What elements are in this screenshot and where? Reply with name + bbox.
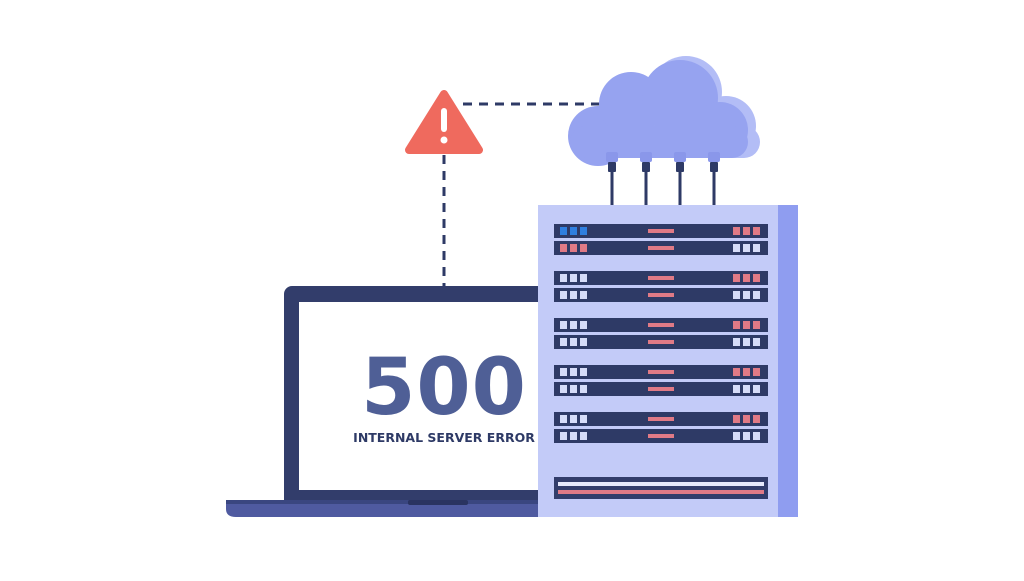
unit-status-light [743, 244, 750, 252]
unit-status-light [733, 368, 740, 376]
unit-status-light [733, 274, 740, 282]
error-message: INTERNAL SERVER ERROR [353, 430, 535, 445]
unit-indicator-light [570, 244, 577, 252]
unit-status-light [753, 338, 760, 346]
server-unit [554, 241, 768, 255]
unit-indicator-light [560, 227, 567, 235]
unit-drive-slot [648, 293, 674, 297]
unit-status-light [753, 415, 760, 423]
warning-triangle-icon [405, 90, 483, 154]
unit-indicator-light [580, 321, 587, 329]
unit-status-light [743, 368, 750, 376]
unit-indicator-light [560, 368, 567, 376]
unit-indicator-light [560, 432, 567, 440]
unit-indicator-light [560, 244, 567, 252]
unit-indicator-light [560, 274, 567, 282]
unit-status-light [743, 385, 750, 393]
unit-drive-slot [648, 370, 674, 374]
unit-status-light [743, 227, 750, 235]
unit-indicator-light [580, 227, 587, 235]
unit-drive-slot [648, 340, 674, 344]
unit-status-light [753, 432, 760, 440]
unit-drive-slot [648, 323, 674, 327]
unit-status-light [733, 432, 740, 440]
unit-status-light [753, 385, 760, 393]
unit-indicator-light [580, 274, 587, 282]
server-unit [554, 365, 768, 379]
unit-status-light [733, 291, 740, 299]
unit-status-light [733, 227, 740, 235]
server-vent-panel [554, 477, 768, 499]
unit-status-light [753, 368, 760, 376]
unit-indicator-light [560, 338, 567, 346]
server-unit [554, 335, 768, 349]
unit-status-light [743, 291, 750, 299]
unit-indicator-light [580, 244, 587, 252]
connection-lines [442, 102, 600, 288]
unit-status-light [733, 321, 740, 329]
unit-status-light [753, 274, 760, 282]
unit-indicator-light [570, 385, 577, 393]
unit-status-light [733, 415, 740, 423]
server-unit [554, 382, 768, 396]
unit-drive-slot [648, 229, 674, 233]
unit-indicator-light [580, 338, 587, 346]
unit-indicator-light [580, 432, 587, 440]
unit-indicator-light [580, 291, 587, 299]
unit-indicator-light [580, 415, 587, 423]
unit-indicator-light [560, 385, 567, 393]
unit-status-light [753, 227, 760, 235]
unit-status-light [733, 385, 740, 393]
server-units [554, 224, 768, 443]
unit-drive-slot [648, 246, 674, 250]
unit-status-light [753, 244, 760, 252]
unit-status-light [743, 321, 750, 329]
unit-drive-slot [648, 387, 674, 391]
unit-status-light [743, 274, 750, 282]
unit-indicator-light [580, 385, 587, 393]
unit-indicator-light [580, 368, 587, 376]
unit-indicator-light [570, 338, 577, 346]
server-unit [554, 224, 768, 238]
unit-drive-slot [648, 276, 674, 280]
unit-status-light [733, 244, 740, 252]
unit-indicator-light [560, 415, 567, 423]
server-rack-icon [538, 205, 798, 517]
unit-indicator-light [570, 415, 577, 423]
unit-status-light [743, 432, 750, 440]
unit-indicator-light [560, 291, 567, 299]
server-unit [554, 318, 768, 332]
unit-indicator-light [570, 291, 577, 299]
server-unit [554, 271, 768, 285]
unit-indicator-light [570, 274, 577, 282]
unit-indicator-light [570, 321, 577, 329]
unit-indicator-light [570, 368, 577, 376]
unit-indicator-light [560, 321, 567, 329]
error-code: 500 [361, 343, 527, 433]
server-unit [554, 412, 768, 426]
unit-status-light [753, 321, 760, 329]
unit-indicator-light [570, 227, 577, 235]
unit-drive-slot [648, 434, 674, 438]
unit-drive-slot [648, 417, 674, 421]
server-unit [554, 429, 768, 443]
unit-status-light [743, 415, 750, 423]
unit-status-light [733, 338, 740, 346]
server-unit [554, 288, 768, 302]
unit-indicator-light [570, 432, 577, 440]
unit-status-light [743, 338, 750, 346]
unit-status-light [753, 291, 760, 299]
cloud-cable-connectors [606, 152, 720, 205]
cloud-icon [568, 56, 760, 166]
